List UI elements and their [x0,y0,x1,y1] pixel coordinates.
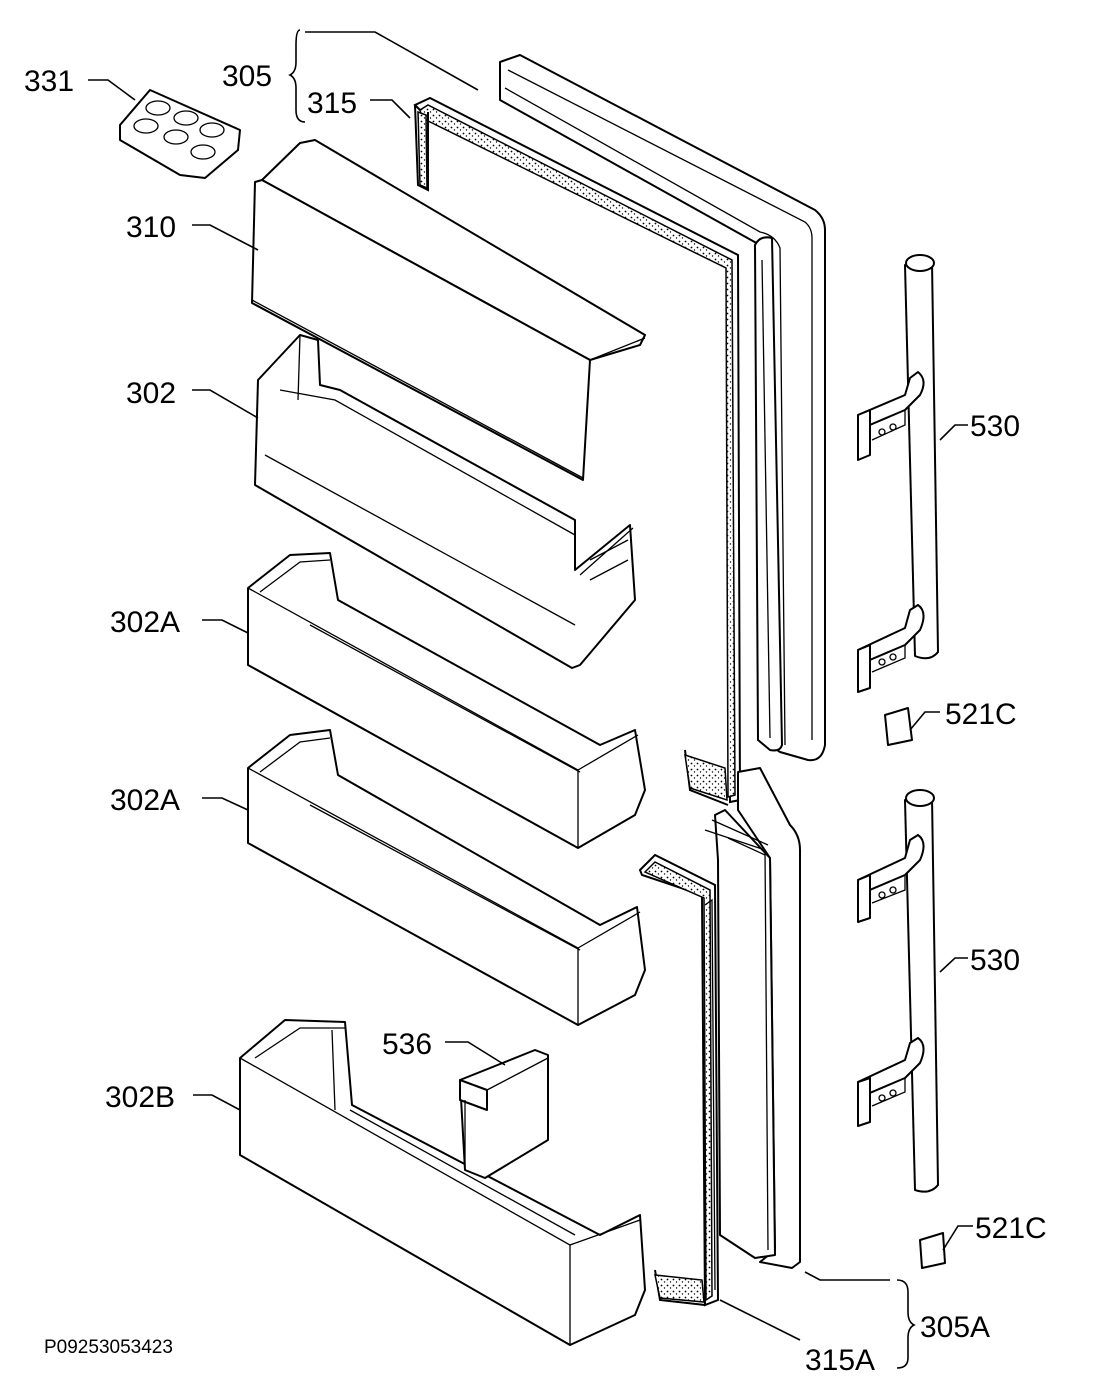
lower-door-305a [704,767,801,1269]
egg-tray-331 [119,89,241,179]
door-shelf-302a-lower [247,729,646,1026]
label-315a: 315A [805,1344,875,1377]
label-315: 315 [307,87,357,120]
label-302a-lower: 302A [110,784,180,817]
door-shelf-302a-upper [247,552,646,849]
label-521c-lower: 521C [975,1212,1047,1245]
label-305a: 305A [920,1311,990,1344]
handle-cap-521c-upper [884,707,913,746]
label-331: 331 [24,65,74,98]
drawing-code: P09253053423 [44,1337,173,1358]
dairy-flap-310 [251,139,646,481]
upper-door-305 [499,54,826,762]
label-530-upper: 530 [970,410,1020,443]
label-305: 305 [222,60,272,93]
door-handle-530-upper [857,254,939,693]
label-521c-upper: 521C [945,698,1017,731]
label-536: 536 [382,1028,432,1061]
handle-cap-521c-lower [919,1232,946,1269]
part-536 [459,1049,549,1179]
label-530-lower: 530 [970,944,1020,977]
label-302a-upper: 302A [110,606,180,639]
upper-gasket-315 [413,96,742,806]
door-shelf-302 [254,334,636,669]
label-302: 302 [126,377,176,410]
leader-lines [88,29,973,1369]
lower-gasket-315a [638,853,720,1307]
label-310: 310 [126,211,176,244]
bottle-shelf-302b [239,1019,646,1346]
door-handle-530-lower [857,789,939,1193]
label-302b: 302B [105,1081,175,1114]
